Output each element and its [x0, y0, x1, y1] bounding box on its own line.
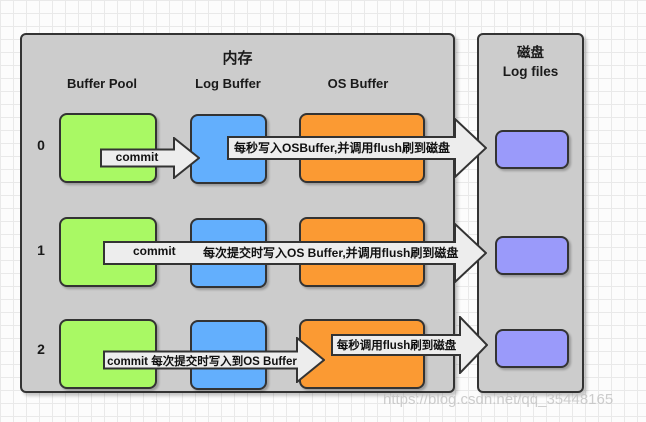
right-arrow-icon — [103, 337, 325, 383]
row2-commit-arrow: commit 每次提交时写入到OS Buffer — [103, 337, 325, 383]
row-index-label: 1 — [37, 242, 45, 258]
row0-flush-arrow-label: 每秒写入OSBuffer,并调用flush刷到磁盘 — [233, 141, 450, 155]
row2-flush-arrow: 每秒调用flush刷到磁盘 — [331, 316, 488, 374]
right-arrow-icon — [100, 137, 200, 179]
memory-panel-title: 内存 — [222, 50, 253, 67]
log-file-box — [495, 236, 569, 275]
disk-title-line1: 磁盘 — [517, 45, 544, 60]
buffer-pool-box — [59, 113, 157, 183]
log-file-box — [495, 329, 569, 368]
log-file-box — [495, 130, 569, 169]
disk-title-line2: Log files — [502, 64, 559, 79]
row2-flush-arrow-label: 每秒调用flush刷到磁盘 — [336, 340, 457, 352]
right-arrow-icon — [103, 223, 487, 283]
column-header-log-buffer: Log Buffer — [195, 76, 261, 91]
row1-commit-flush-arrow: commit 每次提交时写入OS Buffer,并调用flush刷到磁盘 — [103, 223, 487, 283]
row-index-label: 2 — [37, 341, 45, 357]
row0-commit-arrow: commit — [100, 137, 200, 179]
right-arrow-icon — [227, 118, 487, 178]
row0-flush-arrow: 每秒写入OSBuffer,并调用flush刷到磁盘 — [227, 118, 487, 178]
row-index-label: 0 — [37, 137, 45, 153]
right-arrow-icon — [331, 316, 488, 374]
disk-panel: 磁盘 Log files — [477, 33, 584, 393]
row1-commit-label: commit — [133, 244, 176, 258]
disk-panel-title: 磁盘 Log files — [479, 43, 582, 81]
watermark-text: https://blog.csdn.net/qq_35448165 — [383, 391, 614, 408]
row0-commit-arrow-label: commit — [115, 150, 159, 164]
memory-panel: 内存 Buffer Pool Log Buffer OS Buffer 0 1 … — [20, 33, 455, 393]
column-header-os-buffer: OS Buffer — [327, 76, 389, 91]
column-header-buffer-pool: Buffer Pool — [66, 76, 138, 91]
row1-flush-label: 每次提交时写入OS Buffer,并调用flush刷到磁盘 — [203, 246, 459, 260]
row2-commit-arrow-label: commit 每次提交时写入到OS Buffer — [107, 356, 297, 368]
